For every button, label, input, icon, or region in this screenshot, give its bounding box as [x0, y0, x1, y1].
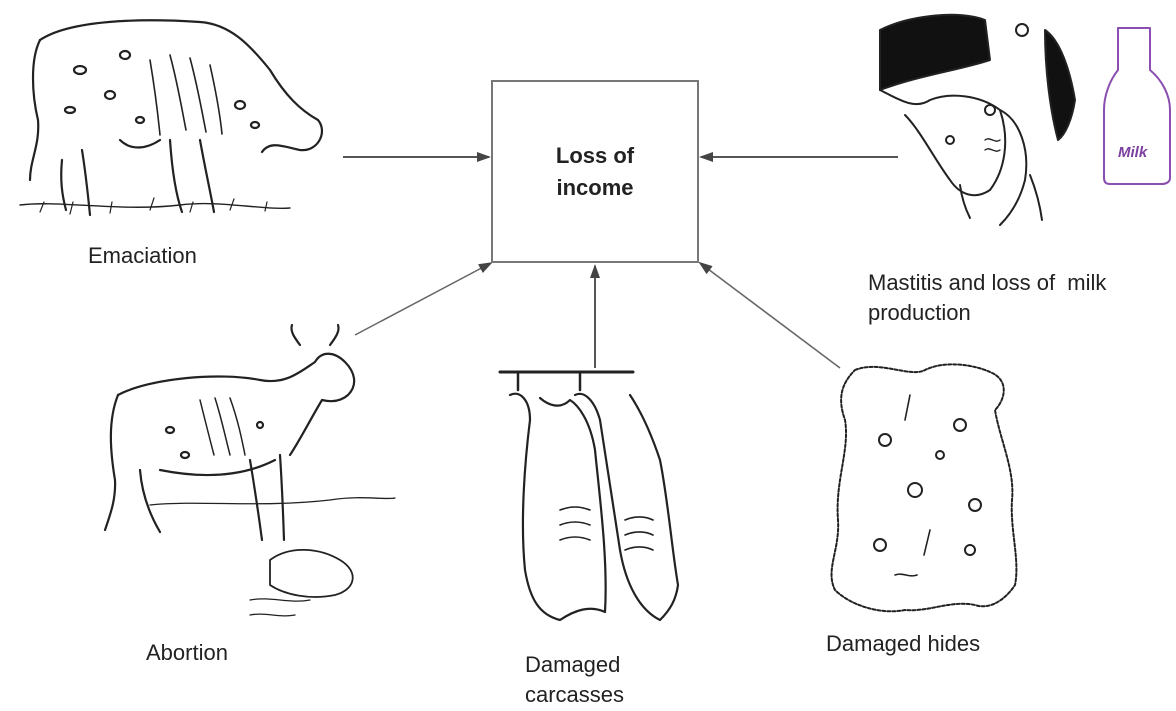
label-mastitis-line-2: production: [868, 298, 1106, 328]
label-emaciation: Emaciation: [88, 241, 197, 271]
loss-of-income-box: Loss of income: [491, 80, 699, 263]
mastitis-udder-illustration: [880, 15, 1075, 225]
arrow-abortion: [355, 263, 491, 335]
label-carcasses-line-2: carcasses: [525, 680, 624, 710]
label-mastitis-line-1: Mastitis and loss of milk: [868, 268, 1106, 298]
loss-of-income-text: Loss of income: [535, 140, 655, 204]
label-mastitis: Mastitis and loss of milk production: [868, 268, 1106, 328]
arrow-hides: [700, 263, 840, 368]
damaged-hide-illustration: [832, 364, 1017, 611]
abortion-cow-illustration: [105, 325, 395, 616]
label-carcasses-line-1: Damaged: [525, 650, 624, 680]
label-carcasses: Damaged carcasses: [525, 650, 624, 710]
label-damaged-hides: Damaged hides: [826, 629, 980, 659]
center-line-1: Loss of: [535, 140, 655, 172]
center-line-2: income: [535, 172, 655, 204]
carcasses-illustration: [500, 372, 678, 620]
label-abortion: Abortion: [146, 638, 228, 668]
emaciated-cow-illustration: [20, 20, 322, 215]
milk-bottle-label: Milk: [1118, 144, 1147, 161]
